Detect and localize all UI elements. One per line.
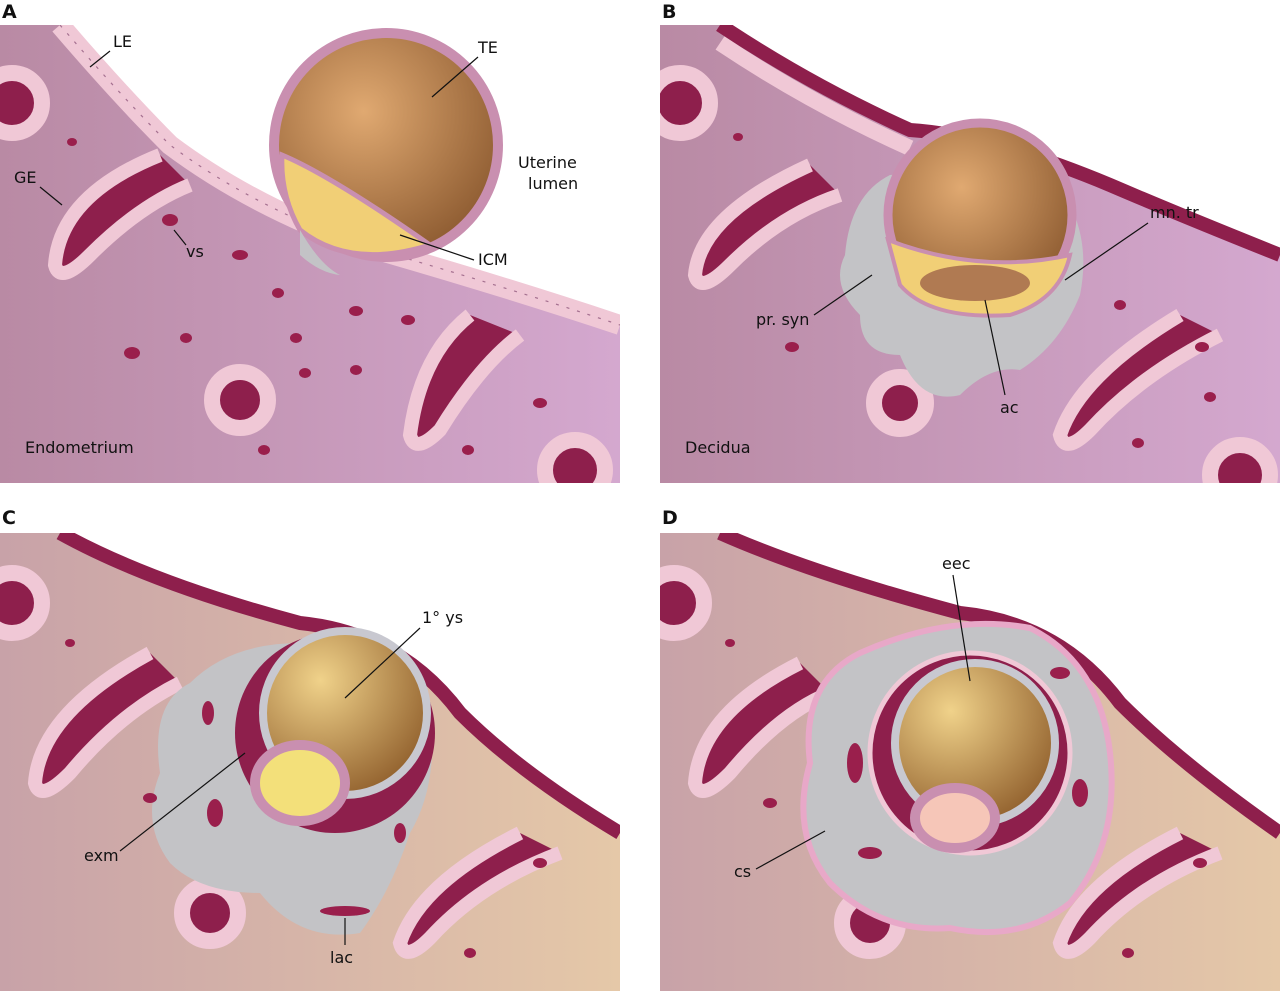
uterine-gland [1052,308,1224,451]
panel-b: mn. tr pr. syn ac Decidua [660,25,1280,483]
panel-d-letter: D [662,507,678,529]
uterine-gland [47,148,193,280]
gland-cross-section [204,364,276,436]
blood-vessels [733,133,1216,448]
label-le: LE [113,32,132,51]
gland-cross-section [537,432,613,483]
invading-trophoblast [300,230,340,275]
gland-cross-section [660,65,718,141]
label-exm: exm [84,846,119,865]
lacunae [847,667,1088,859]
luminal-epithelium [52,25,620,335]
label-te: TE [477,38,498,57]
gland-cross-section [866,369,934,437]
label-decidua: Decidua [685,438,751,457]
uterine-lumen [60,533,620,833]
label-uterine: Uterine [518,153,577,172]
label-lac: lac [330,948,353,967]
label-cs: cs [734,862,751,881]
label-mn-tr: mn. tr [1150,203,1199,222]
gland-cross-section [1202,437,1278,483]
panel-d: eec cs [660,533,1280,991]
panel-c: 1° ys exm lac [0,533,620,991]
label-pr-syn: pr. syn [756,310,809,329]
embryonic-disc [250,740,350,826]
panel-a-letter: A [2,1,17,23]
uterine-gland [1052,826,1223,959]
label-lumen: lumen [528,174,578,193]
label-endometrium: Endometrium [25,438,134,457]
uterine-gland [402,309,525,451]
embryonic-disc [910,783,1000,853]
blood-vessels [65,639,547,958]
gland-cross-section [0,65,50,141]
uterine-lumen [720,533,1280,833]
uterine-gland [687,158,843,290]
blood-vessels [67,138,547,455]
blood-vessels [725,639,1207,958]
label-ge: GE [14,168,37,187]
label-ac: ac [1000,398,1019,417]
gland-cross-section [0,565,50,641]
uterine-gland [687,656,833,798]
panel-a: LE GE TE Uterine lumen vs ICM Endometriu… [0,25,620,483]
panel-c-letter: C [2,507,16,529]
uterine-gland [392,826,563,959]
lacunae [202,701,406,916]
amniotic-cavity [920,265,1030,301]
panel-b-letter: B [662,1,677,23]
inner-cell-mass [279,151,436,258]
gland-cross-section [174,877,246,949]
label-icm: ICM [478,250,508,269]
label-vs: vs [186,242,204,261]
gland-cross-section [660,565,712,641]
label-1-ys: 1° ys [422,608,463,627]
label-eec: eec [942,554,970,573]
uterine-gland [27,646,184,798]
